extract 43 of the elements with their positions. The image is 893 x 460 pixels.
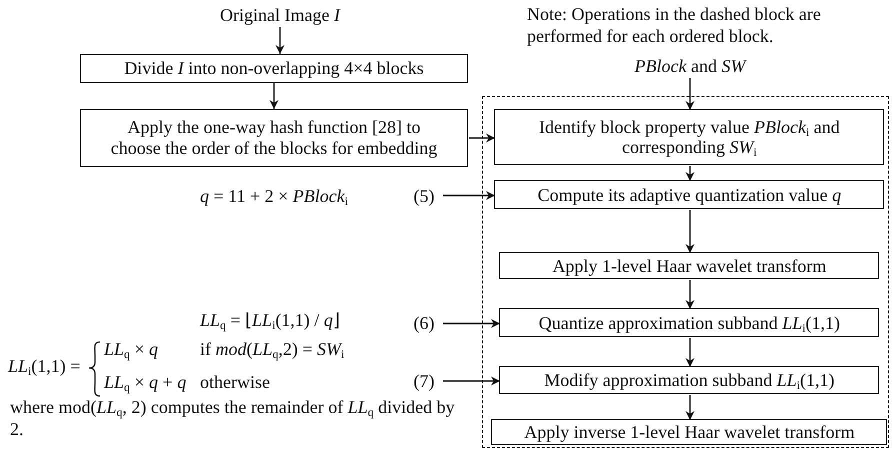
arrow <box>443 376 500 386</box>
equation-condition: otherwise <box>200 372 270 394</box>
arrow <box>686 166 694 181</box>
step-text: Modify approximation subband LL$_{i}$(1,1) <box>543 370 836 391</box>
step-text: Quantize approximation subband LL$_{i}$(1,1) <box>538 312 841 334</box>
process-box <box>494 109 884 166</box>
dashed-group-box <box>482 96 889 448</box>
equation: LL$_{q}$ = ⌊LL$_{i}$(1,1) / q⌋ <box>200 310 340 332</box>
equation-number: (7) <box>406 370 442 392</box>
arrow <box>469 134 495 142</box>
note-text: Note: Operations in the dashed block are performed for each ordered block. <box>527 4 822 48</box>
step-text: Apply the one-way hash function [28] to choose the order of the blocks for embedding <box>110 117 438 159</box>
equation: LL$_{q}$ × q + q <box>104 372 186 394</box>
explanation-text: where mod(LL$_{q}$, 2) computes the remainder of LL$_{q}$ divided by 2. <box>10 397 456 440</box>
step-text: Compute its adaptive quantization value q <box>536 184 842 206</box>
step-text: Apply 1-level Haar wavelet transform <box>551 256 828 276</box>
process-box <box>491 419 888 446</box>
process-box <box>499 252 880 280</box>
equation: q = 11 + 2 × PBlock$_{i}$ <box>200 186 348 208</box>
arrow <box>686 338 694 367</box>
step-text: Apply inverse 1-level Haar wavelet transform <box>523 422 856 443</box>
equation: LL$_{q}$ × q <box>104 339 158 361</box>
arrow <box>270 83 278 109</box>
arrow <box>686 78 694 110</box>
arrow <box>686 280 694 309</box>
arrow <box>686 210 694 253</box>
process-box <box>499 366 880 394</box>
equation: LL$_{i}$(1,1) = <box>8 356 80 378</box>
equation-condition: if mod(LL$_{q}$,2) = SW$_{i}$ <box>200 339 344 361</box>
equation-number: (5) <box>406 185 442 207</box>
process-box <box>80 109 468 167</box>
arrow <box>443 191 495 200</box>
input-label: PBlock and SW <box>610 54 770 78</box>
arrow <box>686 395 694 420</box>
arrow <box>443 319 500 328</box>
step-text: Divide I into non-overlapping 4×4 blocks <box>123 58 425 79</box>
equation-number: (6) <box>406 312 442 334</box>
step-text: Identify block property value PBlock$_{i}$ and corresponding SW$_{i}$ <box>538 116 841 158</box>
process-box <box>494 180 884 210</box>
input-label: Original Image I <box>200 3 360 27</box>
process-box <box>80 54 468 83</box>
arrow <box>276 27 284 54</box>
process-box <box>499 308 880 338</box>
